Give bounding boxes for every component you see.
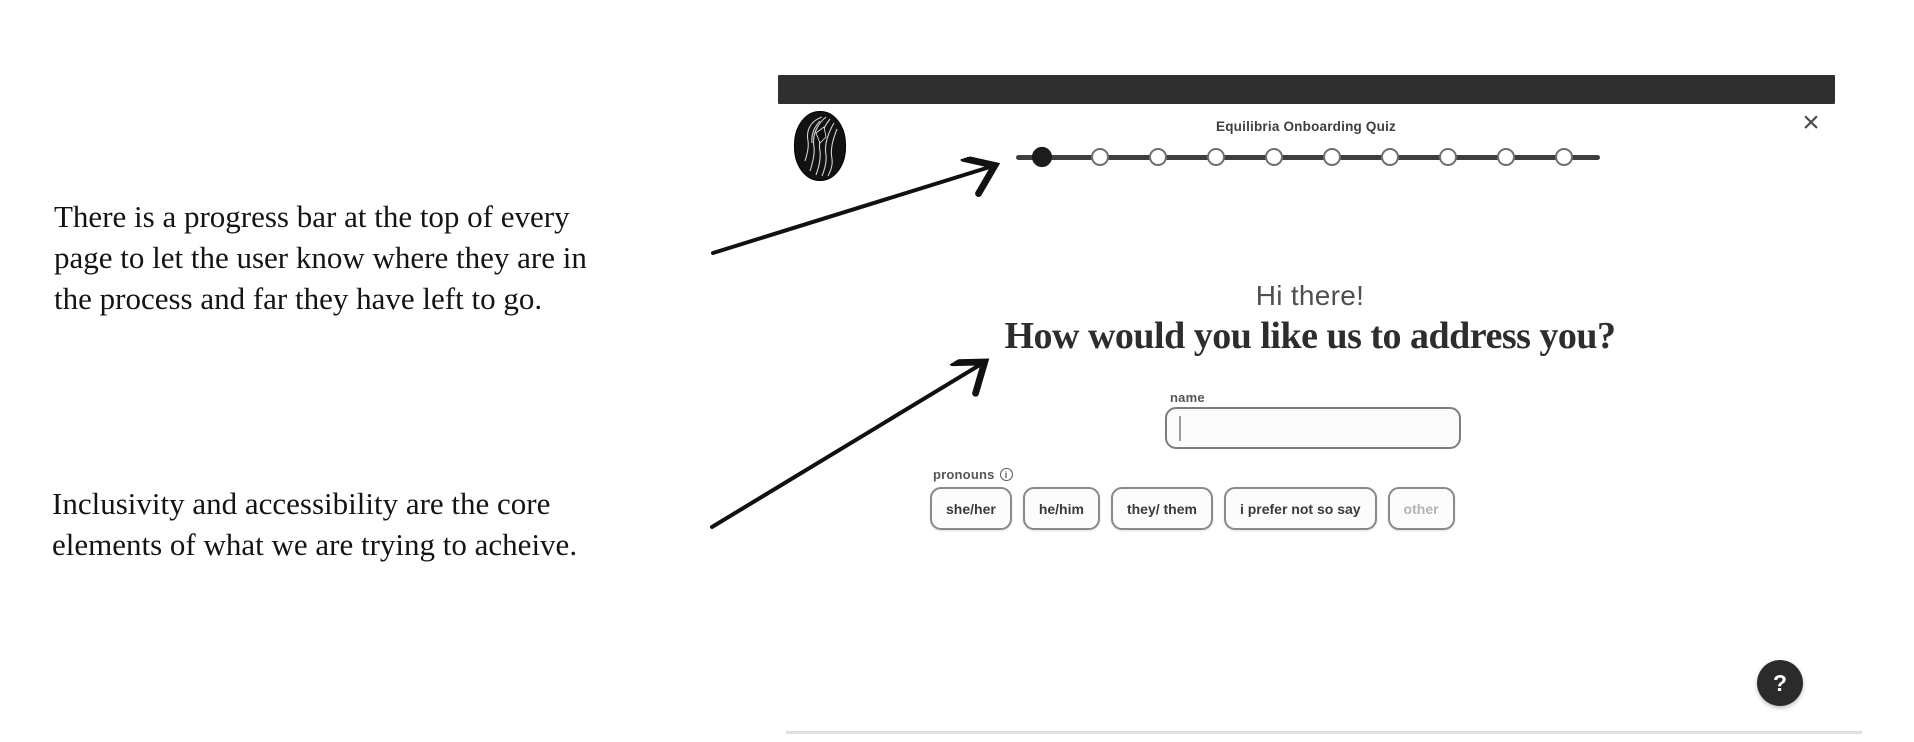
pronoun-option-button[interactable]: he/him (1022, 487, 1100, 530)
progress-step-dot (1207, 148, 1225, 166)
annotation-line: There is a progress bar at the top of ev… (54, 199, 570, 234)
greeting-text: Hi there! (1255, 280, 1365, 311)
text-cursor (1179, 416, 1181, 441)
progress-step-dot (1381, 148, 1399, 166)
arrow-to-question (710, 345, 1010, 529)
progress-step-dot (1497, 148, 1515, 166)
progress-step-dot (1323, 148, 1341, 166)
question-mark-icon: ? (1772, 669, 1788, 696)
annotation-line: the process and far they have left to go… (54, 281, 543, 316)
page-bottom-divider (786, 731, 1862, 734)
progress-bar-line (1016, 155, 1600, 160)
name-label: name (1170, 390, 1205, 405)
info-icon[interactable]: i (999, 468, 1013, 481)
pronouns-label: pronouns (933, 467, 995, 482)
annotation-progress-bar-note: There is a progress bar at the top of ev… (54, 196, 587, 319)
annotation-line: Inclusivity and accessibility are the co… (52, 486, 551, 521)
pronoun-option-button[interactable]: i prefer not so say (1223, 487, 1377, 530)
progress-bar (1031, 146, 1573, 168)
pronouns-label-row: pronouns i (933, 467, 1013, 482)
pronoun-option-button[interactable]: other (1387, 487, 1455, 530)
progress-step-dot (1265, 148, 1283, 166)
help-button[interactable]: ? (1757, 660, 1803, 706)
annotation-inclusivity-note: Inclusivity and accessibility are the co… (52, 483, 577, 565)
equilibria-logo (794, 111, 846, 181)
arrow-to-progress-bar (711, 140, 1020, 255)
name-input-frame (1165, 407, 1461, 449)
progress-step-dot (1149, 148, 1167, 166)
progress-step-dot (1091, 148, 1109, 166)
annotation-line: elements of what we are trying to acheiv… (52, 527, 578, 562)
question-heading: How would you like us to address you? (1004, 315, 1616, 357)
name-input[interactable] (1181, 411, 1445, 447)
close-icon[interactable]: × (1802, 106, 1820, 139)
pronoun-option-button[interactable]: they/ them (1110, 487, 1213, 530)
app-top-bar (778, 75, 1835, 104)
progress-step-dot (1439, 148, 1457, 166)
progress-step-dot (1031, 146, 1053, 168)
progress-step-dot (1555, 148, 1573, 166)
pronoun-option-button[interactable]: she/her (930, 487, 1012, 530)
quiz-title: Equilibria Onboarding Quiz (1216, 119, 1396, 134)
annotation-line: page to let the user know where they are… (54, 240, 587, 275)
